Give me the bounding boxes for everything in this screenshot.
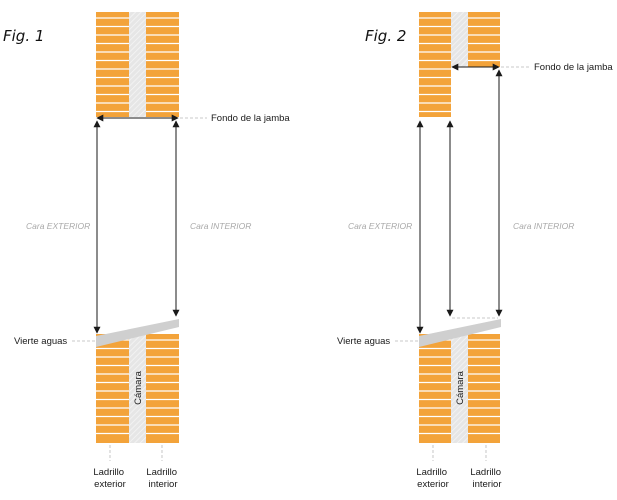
camara-label: Cámara [133,370,144,405]
ladrillo-exterior-label: Ladrillo exterior [416,467,449,490]
ladrillo-exterior-label: Ladrillo exterior [93,467,126,490]
ladrillo-interior-label: Ladrillo interior [470,467,503,490]
figure-2: Fig. 2 Cámara Fondo de la jamba Cara E [337,12,613,490]
bottom-wall: Cámara [419,334,500,443]
cara-exterior-label: Cara EXTERIOR [348,221,412,231]
cara-exterior-label: Cara EXTERIOR [26,221,90,231]
vierte-aguas-label: Vierte aguas [14,336,67,347]
cara-interior-label: Cara INTERIOR [513,221,574,231]
exterior-brick-bottom [419,334,451,443]
cara-interior-label: Cara INTERIOR [190,221,251,231]
exterior-brick-bottom [96,334,129,443]
top-wall [96,12,179,117]
exterior-brick-top [419,12,451,117]
top-wall [419,12,500,117]
camara-bottom [451,334,468,443]
figure-2-title: Fig. 2 [365,27,406,45]
bottom-wall: Cámara [96,334,179,443]
figure-1-title: Fig. 1 [3,27,44,45]
camara-bottom [129,334,146,443]
exterior-brick-top [96,12,129,117]
vierte-aguas-sill [419,319,501,347]
ladrillo-interior-label: Ladrillo interior [146,467,179,490]
camara-top [451,12,468,67]
fondo-label: Fondo de la jamba [211,113,290,124]
figure-1: Fig. 1 Cámara Fondo de la jamba Cara EXT… [3,12,290,490]
camara-label: Cámara [455,370,466,405]
interior-brick-top [468,12,500,67]
interior-brick-bottom [146,334,179,443]
vierte-aguas-sill [96,319,179,347]
interior-brick-bottom [468,334,500,443]
camara-top [129,12,146,117]
interior-brick-top [146,12,179,117]
vierte-aguas-label: Vierte aguas [337,336,390,347]
fondo-label: Fondo de la jamba [534,62,613,73]
